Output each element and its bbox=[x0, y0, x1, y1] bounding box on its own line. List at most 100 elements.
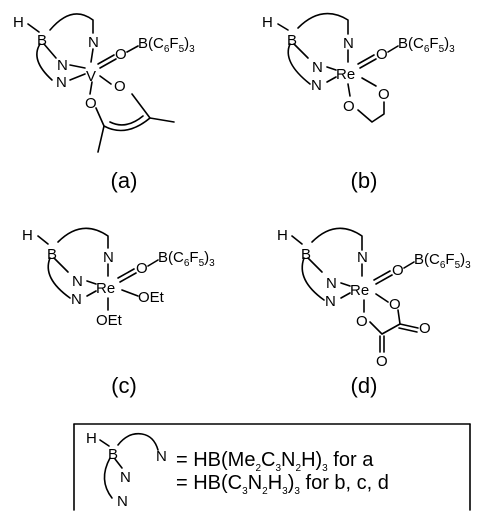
bond-re-o-double-1 bbox=[117, 268, 135, 279]
bond-re-n-low bbox=[86, 290, 97, 297]
atom-o: O bbox=[85, 95, 97, 112]
atom-n: N bbox=[325, 293, 336, 310]
atom-n: N bbox=[72, 273, 83, 290]
atom-n: N bbox=[57, 57, 68, 74]
arc-b-n-top bbox=[57, 227, 109, 249]
structure-a: H B N N N V O O O B(C6F5)3 bbox=[13, 13, 195, 153]
atom-n: N bbox=[71, 291, 82, 308]
atom-o: O bbox=[376, 46, 388, 63]
bond-re-o-low bbox=[347, 83, 351, 97]
legend-box: H B N N N = HB(Me2C3N2H)3 for a = HB(C3N… bbox=[73, 423, 471, 511]
atom-o: O bbox=[392, 262, 404, 279]
ethoxide-low: OEt bbox=[96, 312, 123, 329]
oxalate-co-right-1 bbox=[399, 323, 419, 329]
atom-o: O bbox=[376, 353, 388, 370]
atom-n: N bbox=[326, 275, 337, 292]
bond-re-n-low bbox=[340, 292, 351, 299]
bond-re-o-double-1 bbox=[357, 54, 375, 65]
bond-v-o-double-2 bbox=[99, 58, 117, 69]
borane-label: B(C6F5)3 bbox=[158, 249, 215, 269]
acac-methyl-right bbox=[149, 117, 175, 123]
bond-v-o-right bbox=[99, 75, 112, 85]
arc-b-n-left bbox=[47, 257, 71, 299]
caption-b: (b) bbox=[351, 168, 378, 193]
atom-b: B bbox=[47, 246, 57, 263]
legend-arc-top bbox=[117, 432, 159, 451]
atom-o: O bbox=[114, 78, 126, 95]
atom-o: O bbox=[115, 46, 127, 63]
atom-n: N bbox=[312, 59, 323, 76]
caption-a: (a) bbox=[111, 168, 138, 193]
atom-n: N bbox=[343, 35, 354, 52]
atom-h: H bbox=[277, 227, 288, 244]
legend-atom-h: H bbox=[86, 430, 97, 447]
bond-re-o-right bbox=[361, 77, 377, 87]
legend-atom-n: N bbox=[120, 469, 131, 486]
bond-o-b bbox=[126, 45, 139, 53]
bond-v-n-mid bbox=[69, 64, 86, 69]
acac-methyl-left bbox=[97, 125, 105, 153]
atom-o: O bbox=[378, 86, 390, 103]
borane-label: B(C6F5)3 bbox=[398, 35, 455, 55]
legend-atom-b: B bbox=[108, 446, 118, 463]
bond-re-o-double-2 bbox=[119, 272, 137, 283]
atom-o: O bbox=[136, 260, 148, 277]
acac-inner bbox=[109, 115, 144, 126]
arc-b-n-left bbox=[36, 43, 53, 81]
atom-h: H bbox=[13, 14, 24, 31]
borane-label: B(C6F5)3 bbox=[138, 35, 195, 55]
atom-b: B bbox=[287, 32, 297, 49]
bond-o-b bbox=[403, 261, 415, 269]
legend-arc-left bbox=[103, 457, 113, 499]
legend-line-bcd: = HB(C3N2H3)3 for b, c, d bbox=[176, 472, 389, 497]
bond-re-oet-right bbox=[121, 289, 139, 297]
arc-b-n-left bbox=[287, 43, 311, 85]
caption-c: (c) bbox=[111, 373, 137, 398]
atom-h: H bbox=[262, 14, 273, 31]
arc-b-n-top bbox=[49, 13, 94, 34]
atom-o: O bbox=[343, 98, 355, 115]
bond-re-o-double-1 bbox=[373, 270, 391, 281]
atom-n: N bbox=[56, 74, 67, 91]
atom-n: N bbox=[357, 249, 368, 266]
atom-re: Re bbox=[350, 282, 369, 299]
caption-d: (d) bbox=[351, 373, 378, 398]
bond-h-b bbox=[37, 235, 49, 245]
bond-o-b bbox=[147, 259, 159, 267]
structure-d: H B N N N Re O O O O O B(C6F5)3 bbox=[277, 227, 471, 370]
legend-atom-n: N bbox=[117, 493, 128, 510]
bond-v-o-double-1 bbox=[97, 54, 115, 65]
atom-re: Re bbox=[336, 66, 355, 83]
bond-o-b bbox=[387, 45, 399, 53]
bond-h-b bbox=[291, 235, 303, 245]
atom-h: H bbox=[22, 227, 33, 244]
bond-h-b bbox=[277, 23, 289, 31]
bond-re-n-mid bbox=[86, 280, 97, 285]
legend-bond-b-n bbox=[114, 458, 123, 469]
atom-n: N bbox=[88, 34, 99, 51]
bond-re-n-mid bbox=[340, 282, 351, 287]
bond-re-o-double-2 bbox=[375, 274, 393, 285]
borane-label: B(C6F5)3 bbox=[414, 251, 471, 271]
bond-v-n-top bbox=[90, 48, 94, 63]
arc-b-n-top bbox=[297, 12, 349, 35]
bond-re-n-mid bbox=[326, 66, 337, 71]
atom-n: N bbox=[311, 77, 322, 94]
ethoxide-right: OEt bbox=[138, 289, 165, 306]
bond-v-n-low bbox=[69, 73, 86, 81]
atom-o: O bbox=[356, 313, 368, 330]
atom-v: V bbox=[86, 68, 96, 85]
atom-re: Re bbox=[96, 280, 115, 297]
atom-b: B bbox=[37, 32, 47, 49]
legend-bond-h-b bbox=[99, 439, 110, 447]
oxalate-co-right-2 bbox=[398, 327, 418, 333]
atom-b: B bbox=[301, 246, 311, 263]
bond-re-o-right bbox=[375, 293, 389, 303]
bond-b-n-mid bbox=[307, 257, 323, 273]
bond-b-n-mid bbox=[293, 43, 309, 59]
bond-b-n-mid bbox=[43, 43, 57, 59]
legend-atom-n: N bbox=[156, 448, 167, 465]
legend-line-a: = HB(Me2C3N2H)3 for a bbox=[176, 449, 374, 474]
bond-re-o-double-2 bbox=[359, 58, 377, 69]
